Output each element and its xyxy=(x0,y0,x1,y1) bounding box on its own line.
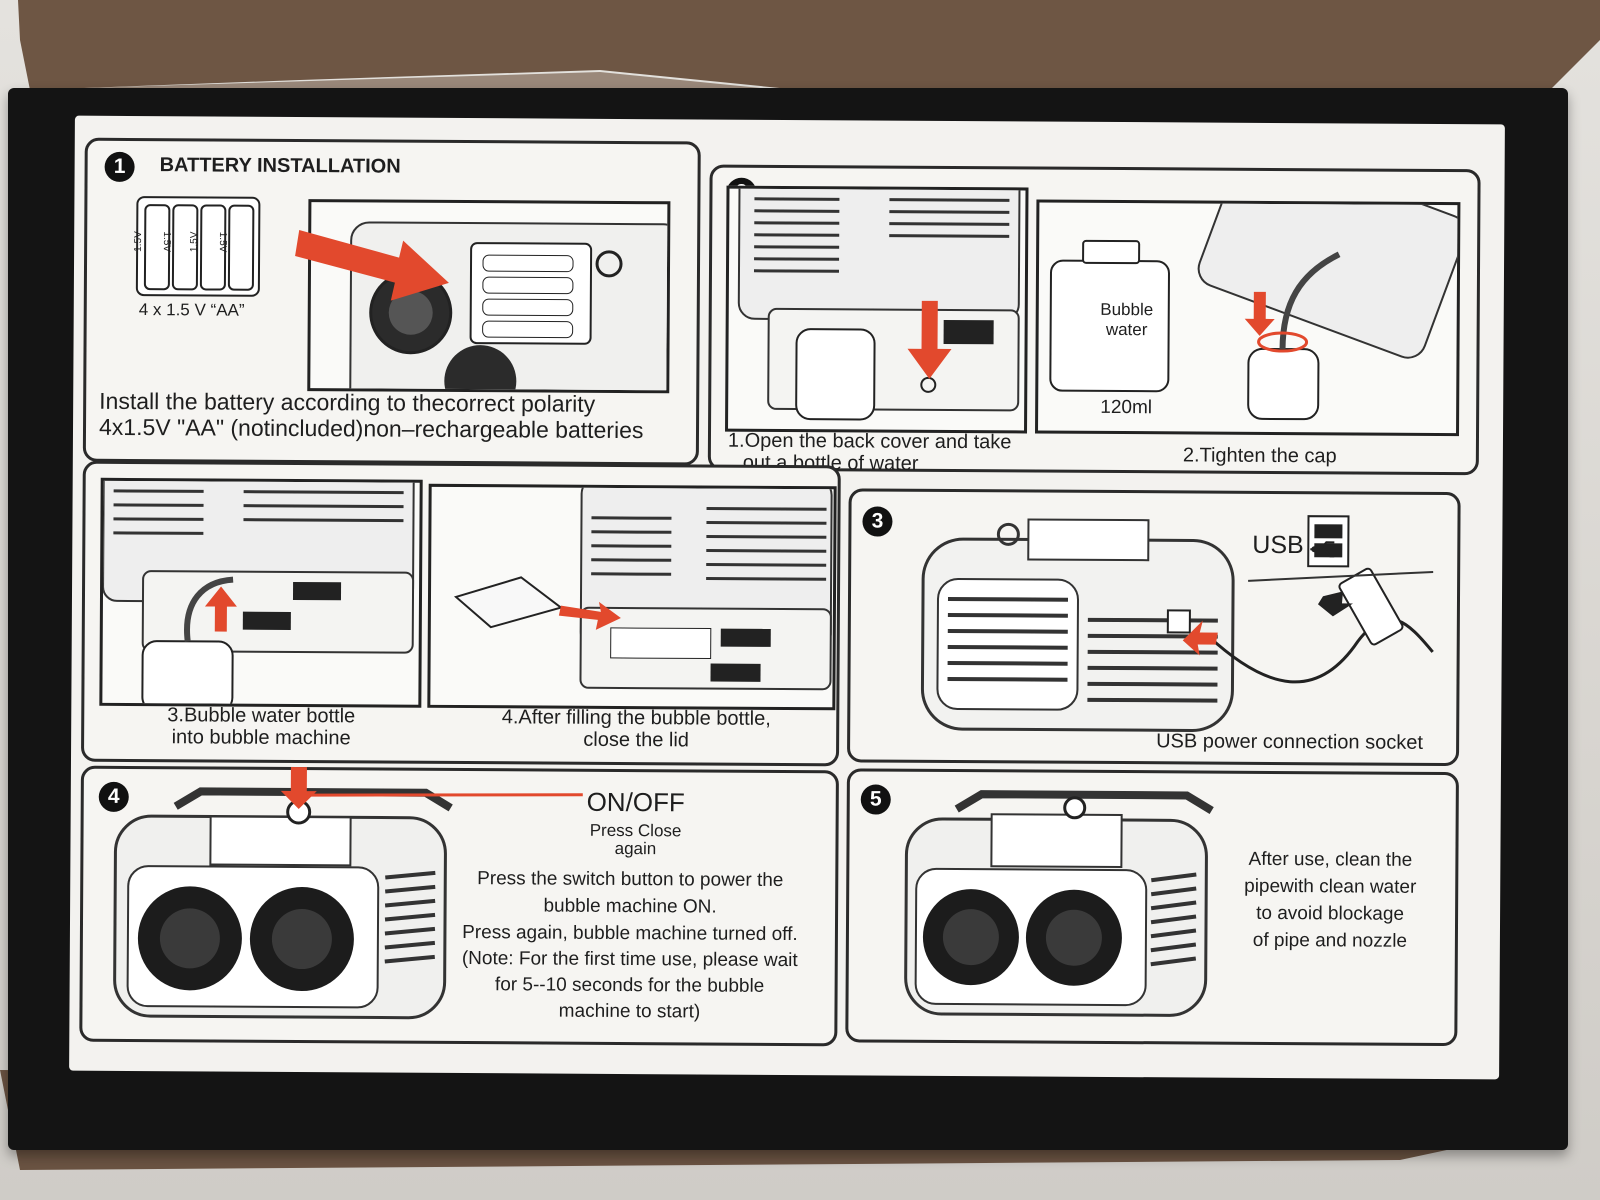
bottle-label-line2: water xyxy=(1105,319,1148,340)
insert-bottle-caption-line1: 3.Bubble water bottle xyxy=(167,704,356,728)
tighten-cap-caption: 2.Tighten the cap xyxy=(1182,444,1337,468)
battery-voltage-label: 1.5V xyxy=(132,231,145,252)
open-back-cover-caption-line1: 1.Open the back cover and take xyxy=(727,429,1012,454)
cleaning-instruction-line: After use, clean the xyxy=(1248,848,1413,871)
on-off-instruction-line: for 5--10 seconds for the bubble xyxy=(494,974,765,997)
insert-bottle-illustration xyxy=(99,477,423,708)
press-close-line2: again xyxy=(614,838,657,859)
instruction-label: 1 BATTERY INSTALLATION 1.5V 1.5V 1.5V 1.… xyxy=(69,115,1505,1080)
cleaning-instruction-line: of pipe and nozzle xyxy=(1252,929,1408,952)
battery xyxy=(227,204,255,291)
on-off-instruction-line: bubble machine ON. xyxy=(543,895,717,918)
battery-instruction-line2: 4x1.5V "AA" (notincluded)non–rechargeabl… xyxy=(98,413,644,444)
cleaning-instruction-line: pipewith clean water xyxy=(1244,875,1417,898)
tighten-cap-illustration xyxy=(1035,199,1461,437)
usb-icon xyxy=(1310,541,1339,558)
usb-label: USB xyxy=(1252,530,1304,560)
battery-voltage-label: 1.5V xyxy=(160,231,173,253)
open-back-cover-illustration xyxy=(725,185,1029,434)
on-off-instruction-line: Press again, bubble machine turned off. xyxy=(462,922,798,946)
bottle-label-line1: Bubble xyxy=(1100,299,1154,320)
usb-machine-illustration xyxy=(920,515,1434,732)
on-off-instruction-line: Press the switch button to power the xyxy=(477,868,784,891)
arrow-icon xyxy=(295,230,449,301)
battery-voltage-label: 1.5V xyxy=(188,231,201,253)
battery-installation-title: BATTERY INSTALLATION xyxy=(159,154,401,178)
usb-socket-caption: USB power connection socket xyxy=(1156,730,1424,754)
machine-clean-illustration xyxy=(904,790,1214,1017)
on-off-label: ON/OFF xyxy=(586,786,685,818)
cleaning-instruction-line: to avoid blockage xyxy=(1256,902,1405,925)
battery-count-label: 4 x 1.5 V “AA” xyxy=(138,300,245,320)
bottle-volume: 120ml xyxy=(1100,396,1153,419)
machine-front-illustration xyxy=(113,766,583,1020)
insert-bottle-caption-line2: into bubble machine xyxy=(171,726,351,750)
on-off-instruction-line: machine to start) xyxy=(558,1000,701,1023)
battery-voltage-label: 1.5V xyxy=(216,231,229,253)
close-lid-illustration xyxy=(427,483,837,711)
down-arrow-icon xyxy=(907,300,952,379)
battery-pack-illustration: 1.5V 1.5V 1.5V 1.5V xyxy=(132,196,261,297)
close-lid-caption-line2: close the lid xyxy=(583,728,690,752)
on-off-instruction-line: (Note: For the first time use, please wa… xyxy=(461,948,798,972)
step-number-1: 1 xyxy=(104,151,135,183)
